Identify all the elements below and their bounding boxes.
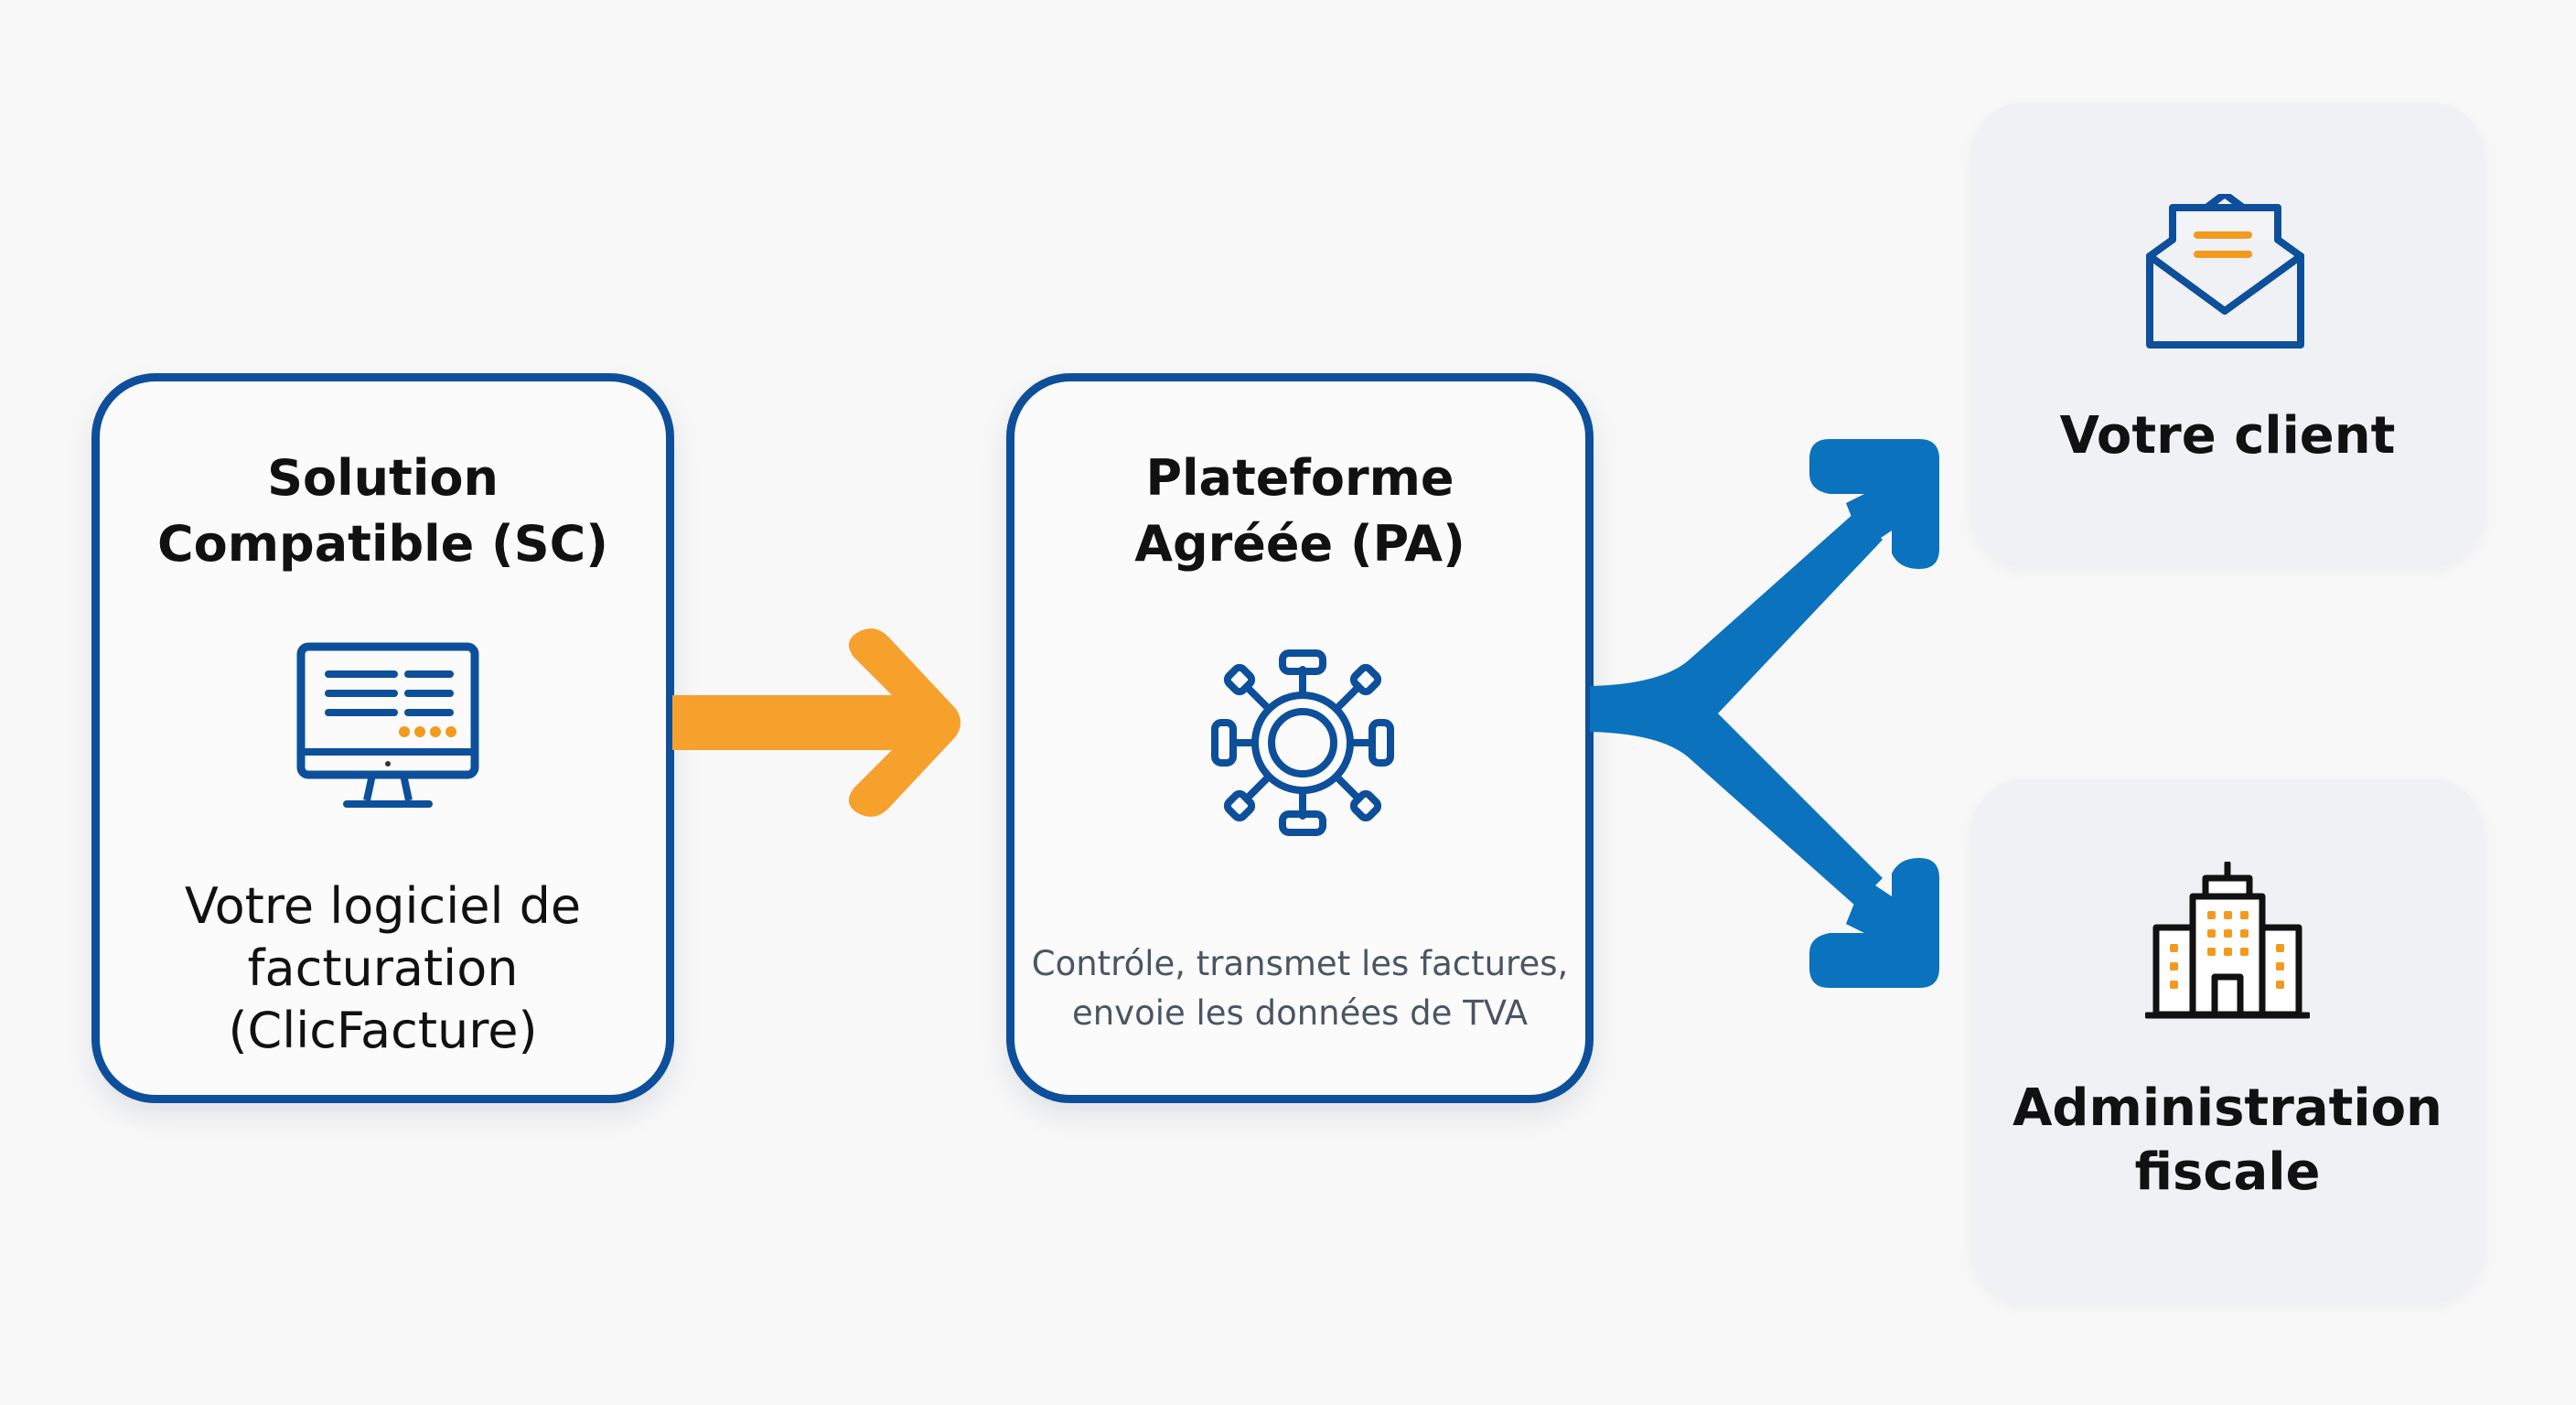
building-icon <box>2145 862 2310 1019</box>
pa-title: Plateforme Agréée (PA) <box>1014 445 1585 577</box>
network-hub-icon <box>1211 649 1394 836</box>
sc-desc-line-1: Votre logiciel de <box>184 877 582 935</box>
pa-desc-line-2: envoie les données de TVA <box>1071 993 1529 1033</box>
pa-title-line-2: Agréée (PA) <box>1134 515 1465 573</box>
admin-title-line-2: fiscale <box>2134 1142 2321 1202</box>
pa-desc-line-1: Contróle, transmet les factures, <box>1031 944 1569 983</box>
sc-title-line-1: Solution <box>267 449 499 507</box>
pa-title-line-1: Plateforme <box>1145 449 1454 507</box>
sc-title: Solution Compatible (SC) <box>100 445 666 577</box>
envelope-icon <box>2146 194 2304 349</box>
arrowhead-up <box>1809 439 1939 569</box>
admin-title: Administration fiscale <box>1971 1077 2484 1205</box>
arrow-pa-to-destinations <box>1590 439 1939 988</box>
fork-stem <box>1590 512 1883 906</box>
sc-desc-line-2: facturation <box>247 939 519 997</box>
sc-description: Votre logiciel de facturation (ClicFactu… <box>100 875 666 1062</box>
monitor-icon <box>296 642 479 808</box>
arrow-sc-to-pa <box>672 628 961 817</box>
sc-desc-line-3: (ClicFacture) <box>228 1002 538 1059</box>
client-title: Votre client <box>2059 406 2396 466</box>
admin-title-line-1: Administration <box>2012 1078 2442 1138</box>
administration-fiscale-box: Administration fiscale <box>1971 779 2484 1301</box>
solution-compatible-box: Solution Compatible (SC) Votre logiciel … <box>91 373 674 1103</box>
sc-title-line-2: Compatible (SC) <box>157 515 608 573</box>
arrowhead-down <box>1809 858 1939 988</box>
client-box: Votre client <box>1971 102 2484 564</box>
pa-description: Contróle, transmet les factures, envoie … <box>1014 939 1585 1038</box>
plateforme-agreee-box: Plateforme Agréée (PA) Contróle, transme… <box>1006 373 1594 1103</box>
